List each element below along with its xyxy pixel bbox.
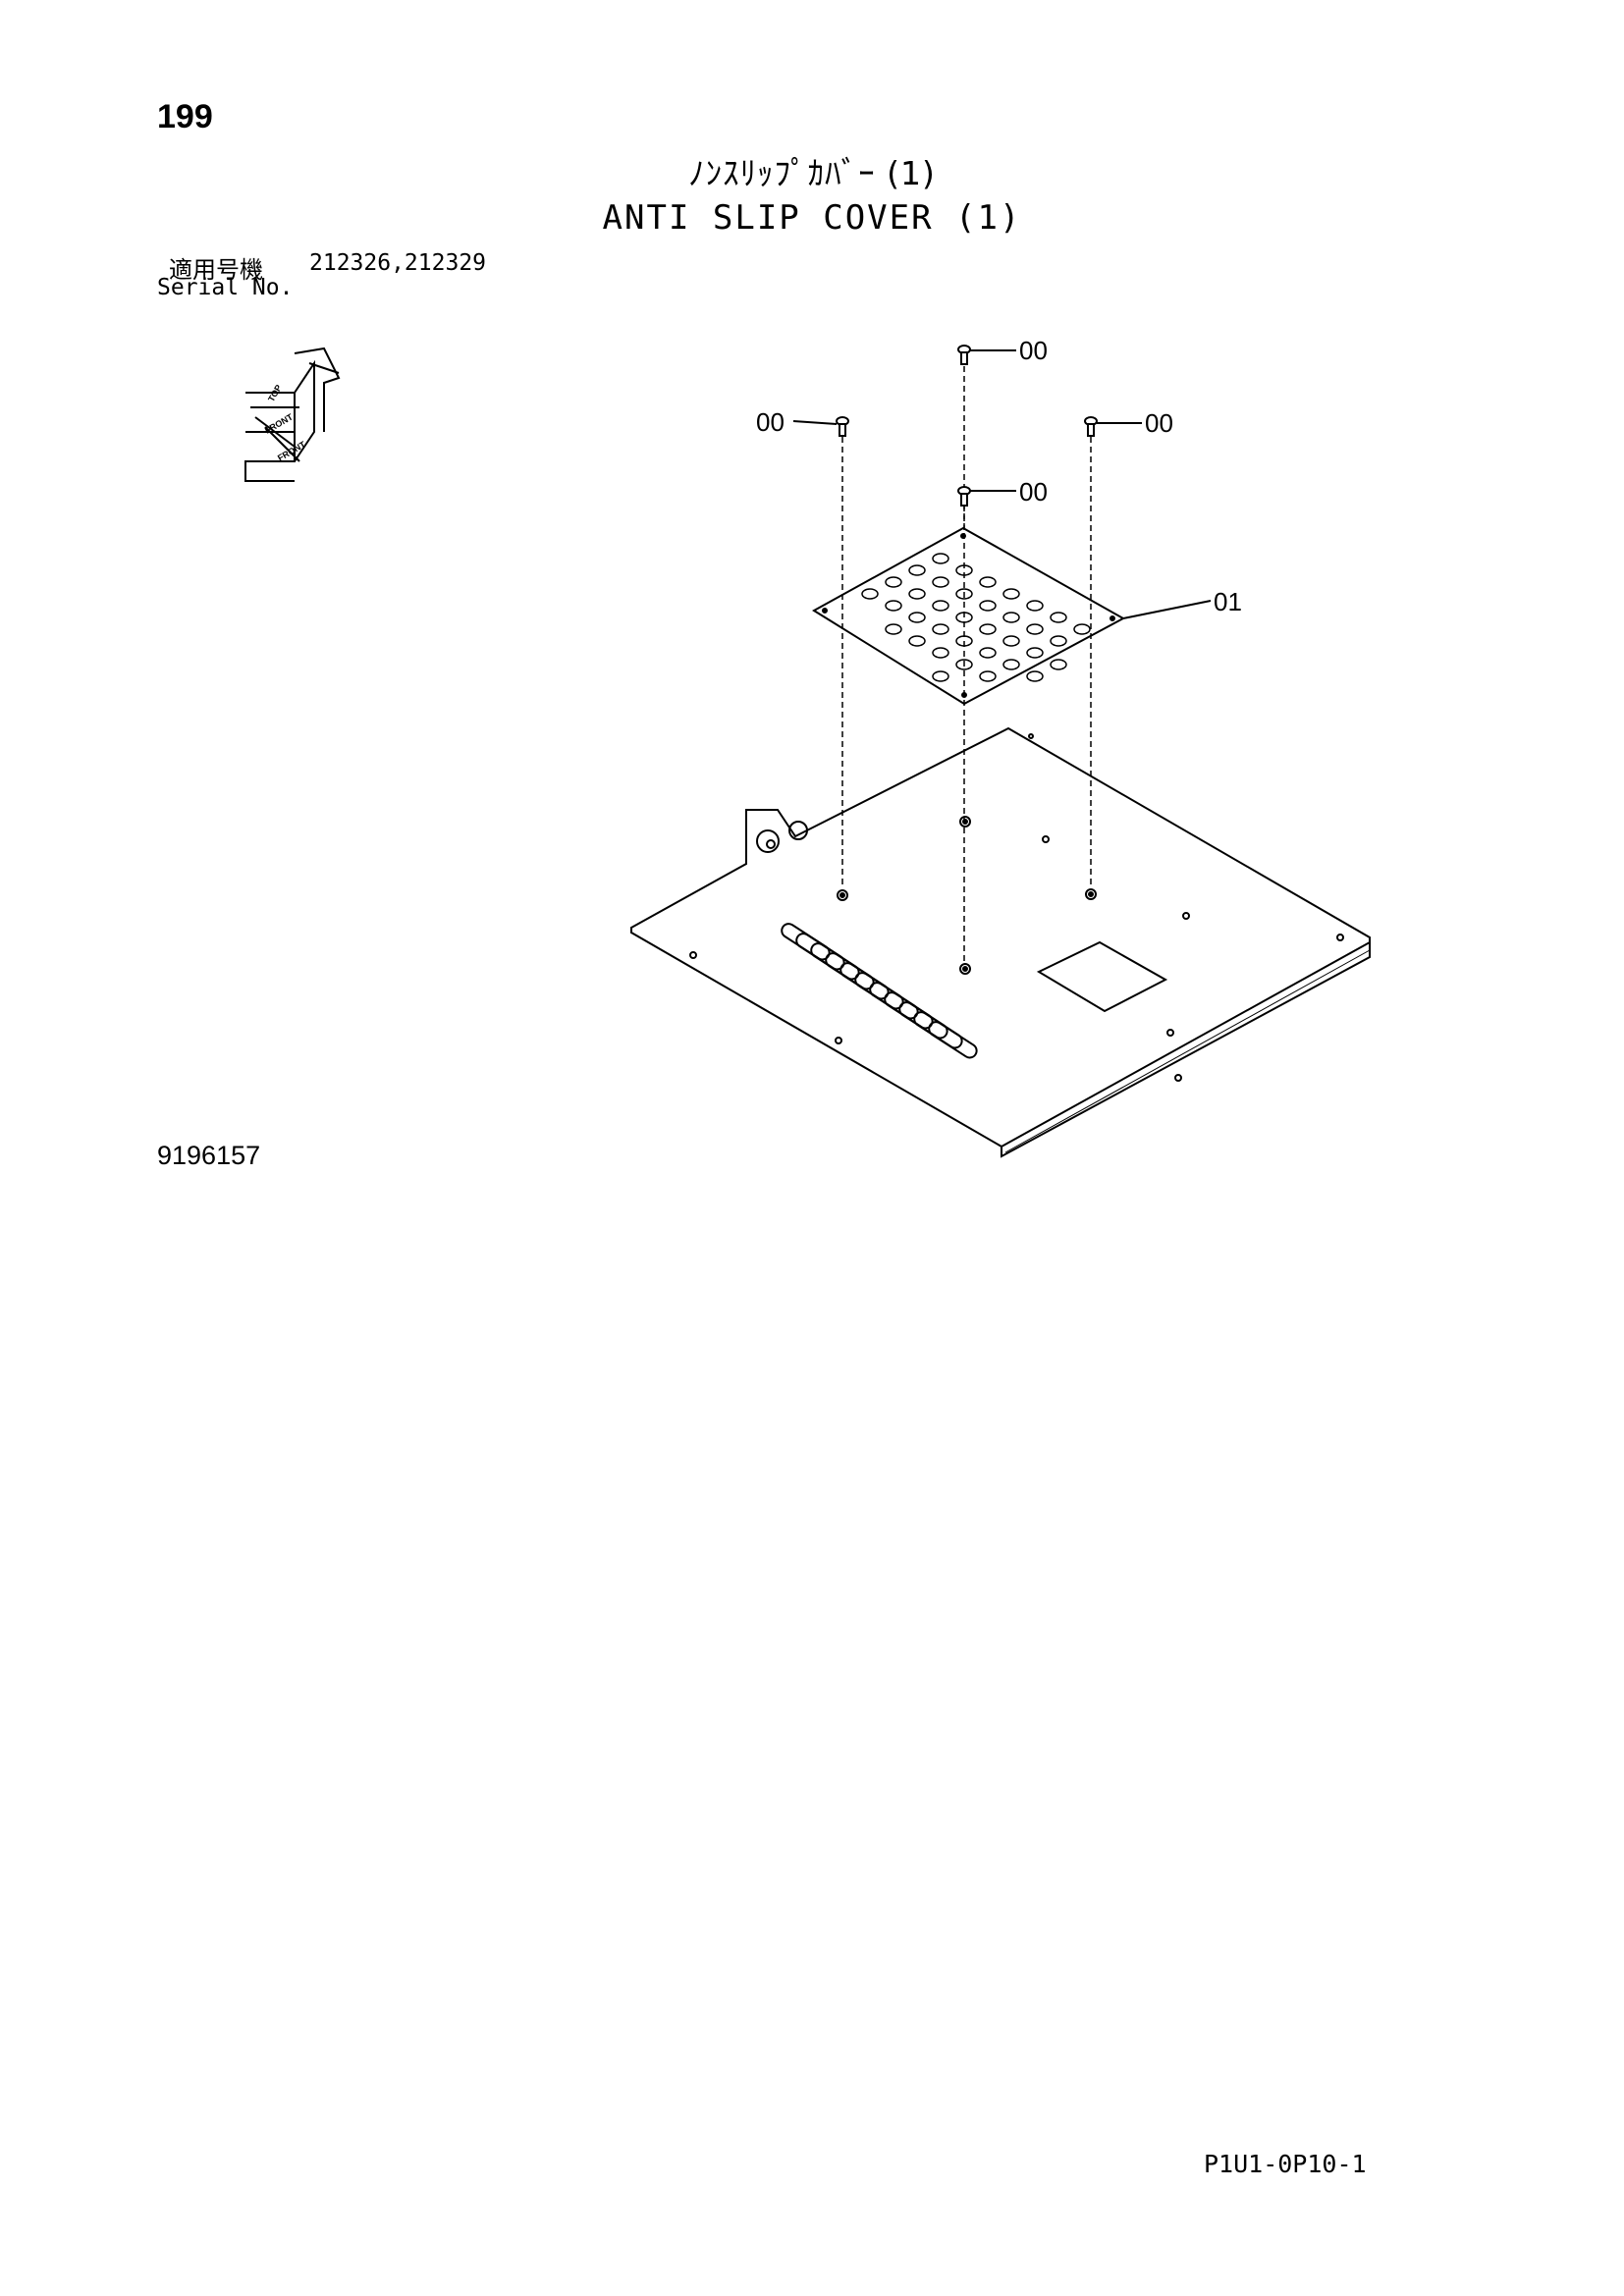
callout-bolt-center: 00 <box>1019 477 1048 507</box>
bolt-center-icon <box>957 486 971 507</box>
assembly-lines <box>841 366 1092 962</box>
page-number: 199 <box>157 98 213 135</box>
serial-label-japanese: 適用号機 <box>169 256 263 284</box>
callout-bolt-top: 00 <box>1019 336 1048 365</box>
bolt-icons <box>836 345 1098 507</box>
serial-label-english: Serial No. <box>157 275 294 300</box>
bolt-top-icon <box>957 345 971 365</box>
callout-bolt-right: 00 <box>1145 408 1173 438</box>
anti-slip-plate <box>812 526 1126 706</box>
base-panel <box>630 726 1371 1158</box>
vent-slots <box>781 923 978 1059</box>
leader-lines <box>792 349 1212 619</box>
orientation-indicator-icon: TOP FRONT FRONT <box>244 347 341 482</box>
title-japanese: ﾉﾝｽﾘｯﾌﾟｶﾊﾞｰ (1) <box>688 154 936 192</box>
drawing-number: 9196157 <box>157 1141 261 1170</box>
plate-holes <box>861 553 1091 682</box>
callout-bolt-left: 00 <box>756 407 785 437</box>
title-english: ANTI SLIP COVER (1) <box>602 198 1022 238</box>
bolt-left-icon <box>836 416 849 437</box>
page-code: P1U1-0P10-1 <box>1204 2150 1367 2178</box>
callout-plate: 01 <box>1214 587 1242 616</box>
serial-numbers: 212326,212329 <box>309 250 487 276</box>
bolt-right-icon <box>1084 416 1098 437</box>
